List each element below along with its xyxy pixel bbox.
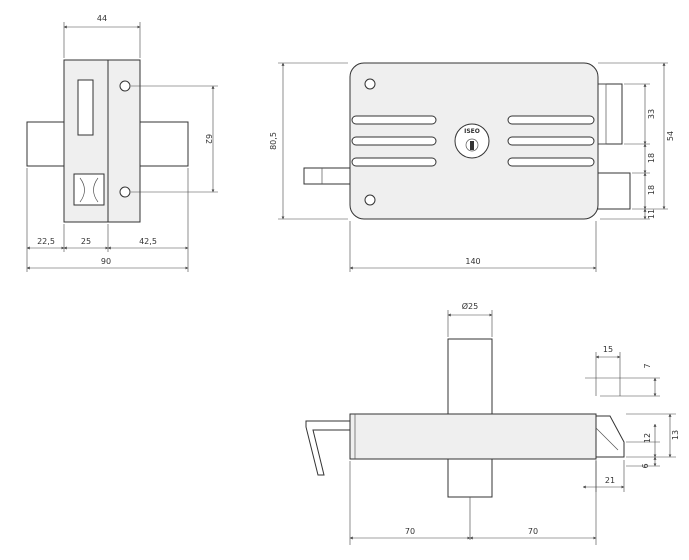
dim-label-42-5: 42,5: [139, 237, 157, 246]
top-bolt: [595, 415, 625, 458]
dim-label-diameter-25: Ø25: [462, 301, 478, 311]
dim-label-13: 13: [671, 430, 680, 440]
front-handle: [73, 173, 105, 206]
dim-label-7: 7: [643, 363, 652, 368]
top-hook: [305, 420, 350, 476]
dim-label-80-5: 80,5: [269, 132, 278, 150]
front-handle-grip: [79, 177, 99, 203]
front-slot: [77, 79, 94, 136]
side-rib-right-1: [507, 115, 595, 125]
top-view: Ø25 15 7 12 13 6 21 70 70: [305, 301, 680, 545]
dim-label-22-5: 22,5: [37, 237, 55, 246]
dim-label-70-right: 70: [528, 527, 538, 536]
front-view: 44 62 22,5 25 42,5 90: [26, 14, 218, 272]
side-screw-hole-top: [364, 78, 376, 90]
front-screw-hole-top: [119, 80, 131, 92]
dim-label-11: 11: [647, 209, 656, 219]
side-bolt-lower: [595, 172, 631, 210]
dim-label-140: 140: [465, 257, 480, 266]
side-cylinder-brand: ISEO: [464, 128, 480, 135]
side-view: ISEO 80,5 140 33 18 18 11 54: [269, 62, 675, 272]
dim-label-25: 25: [81, 237, 91, 246]
dim-label-18-a: 18: [647, 153, 656, 163]
dim-label-70-left: 70: [405, 527, 415, 536]
dim-label-12: 12: [643, 433, 652, 443]
dim-label-44: 44: [97, 14, 107, 23]
side-rib-right-2: [507, 136, 595, 146]
dim-label-33: 33: [647, 109, 656, 119]
side-rib-left-1: [351, 115, 437, 125]
side-pin: [303, 167, 351, 185]
dim-label-62: 62: [204, 134, 213, 144]
side-bolt-upper: [595, 83, 623, 145]
dim-label-54: 54: [666, 131, 675, 141]
side-rib-left-2: [351, 136, 437, 146]
front-screw-hole-bottom: [119, 186, 131, 198]
dim-label-21: 21: [605, 476, 615, 485]
side-rib-right-3: [507, 157, 595, 167]
side-rib-left-3: [351, 157, 437, 167]
dim-label-6: 6: [641, 463, 650, 468]
dim-label-15: 15: [603, 345, 613, 354]
dim-label-18-b: 18: [647, 185, 656, 195]
dim-label-90: 90: [101, 257, 111, 266]
side-screw-hole-bottom: [364, 194, 376, 206]
